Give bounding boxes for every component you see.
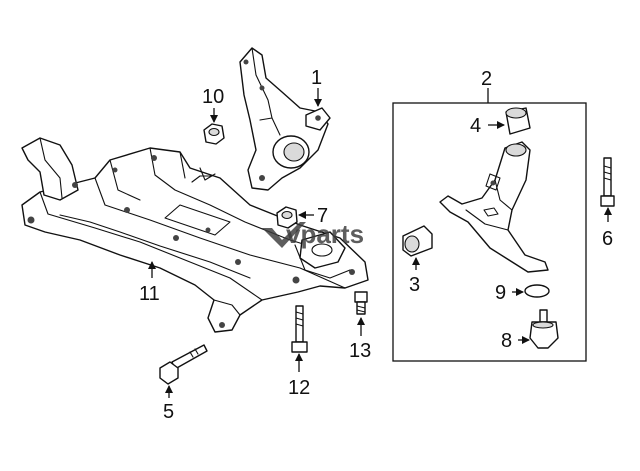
callout-4: 4: [470, 115, 481, 137]
bushing-4: [505, 107, 531, 135]
callout-3: 3: [409, 274, 420, 296]
callout-7: 7: [317, 205, 328, 227]
callout-2: 2: [481, 68, 492, 90]
bolt-13: [354, 291, 368, 315]
bolt-5: [159, 344, 208, 385]
ball-joint-8: [529, 309, 559, 349]
watermark-logo: vparts: [262, 219, 364, 249]
lower-control-arm: [439, 141, 549, 273]
bolt-12: [291, 305, 308, 353]
callout-8: 8: [501, 330, 512, 352]
watermark-text: vparts: [286, 219, 364, 249]
callout-10: 10: [202, 86, 224, 108]
steering-knuckle: [239, 47, 331, 191]
callout-11: 11: [139, 283, 160, 305]
nut-10: [203, 123, 225, 145]
nut-7: [276, 206, 298, 229]
callout-12: 12: [288, 377, 310, 399]
bushing-3: [402, 225, 433, 257]
lower-arm-assembly-box: [392, 102, 587, 362]
callout-5: 5: [163, 401, 174, 423]
callout-6: 6: [602, 228, 613, 250]
callout-13: 13: [349, 340, 371, 362]
callout-9: 9: [495, 282, 506, 304]
washer-9: [524, 284, 550, 298]
callout-1: 1: [311, 67, 322, 89]
watermark-swoosh-icon: [262, 222, 306, 248]
crossmember-subframe: [21, 137, 369, 333]
bolt-6: [600, 157, 615, 207]
